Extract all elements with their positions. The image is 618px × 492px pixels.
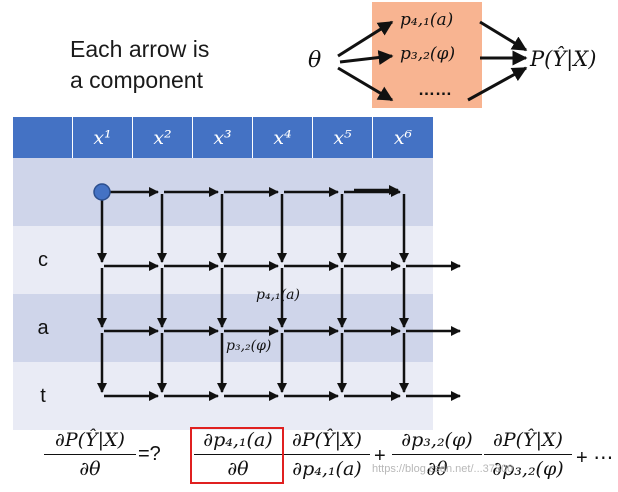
row-label-a: a — [13, 294, 73, 362]
header-x5: x⁵ — [313, 117, 373, 158]
ellipsis-tail: + ⋯ — [576, 447, 614, 469]
frac-lhs-den: ∂θ — [79, 458, 101, 480]
frac-term4-den: ∂p₃,₂(φ) — [492, 458, 564, 480]
row-label-t: t — [13, 362, 73, 430]
table-header-row: x¹ x² x³ x⁴ x⁵ x⁶ — [13, 117, 433, 158]
header-x4: x⁴ — [253, 117, 313, 158]
path-label-p41: p₄,₁(a) — [400, 10, 454, 30]
header-x3: x³ — [193, 117, 253, 158]
arrow-more-to-result — [467, 66, 528, 102]
row-label-blank — [13, 158, 73, 226]
header-x2: x² — [133, 117, 193, 158]
frac-term4: ∂P(Ŷ|X) ∂p₃,₂(φ) — [484, 427, 572, 482]
equals-question: =? — [138, 443, 161, 465]
frac-lhs: ∂P(Ŷ|X) ∂θ — [44, 427, 136, 482]
caption: Each arrow is a component — [70, 34, 230, 96]
theta-label: θ — [308, 48, 322, 73]
frac-term3: ∂p₃,₂(φ) ∂θ — [392, 427, 482, 482]
diagram-arrows — [337, 20, 528, 102]
frac-term1-num: ∂p₄,₁(a) — [203, 429, 273, 451]
path-label-p32: p₃,₂(φ) — [400, 44, 456, 64]
frac-term3-num: ∂p₃,₂(φ) — [401, 429, 473, 451]
highlight-box — [190, 427, 284, 484]
header-x1: x¹ — [73, 117, 133, 158]
result-label: P(Ŷ|X) — [530, 47, 597, 71]
row-label-c: c — [13, 226, 73, 294]
frac-term4-num: ∂P(Ŷ|X) — [493, 429, 563, 451]
caption-line-2: a component — [70, 67, 203, 93]
arrow-p41-to-result — [479, 20, 528, 52]
frac-term1-den: ∂θ — [227, 458, 249, 480]
plus-sign: + — [374, 445, 386, 467]
arrow-theta-to-p32 — [339, 50, 394, 65]
arrow-theta-to-p41 — [337, 20, 394, 58]
frac-term2-num: ∂P(Ŷ|X) — [292, 429, 362, 451]
frac-term2-den: ∂p₄,₁(a) — [292, 458, 362, 480]
grid-label-p32: p₃,₂(φ) — [226, 338, 272, 354]
frac-term3-den: ∂θ — [426, 458, 448, 480]
caption-line-1: Each arrow is — [70, 36, 210, 62]
lattice-arrows — [93, 183, 461, 401]
frac-term1: ∂p₄,₁(a) ∂θ — [194, 427, 282, 482]
gradient-formula: ∂P(Ŷ|X) ∂θ =? ∂p₄,₁(a) ∂θ ∂P(Ŷ|X) ∂p₄,₁(… — [0, 425, 618, 492]
arrow-theta-to-more — [337, 66, 394, 102]
start-node — [93, 183, 111, 201]
header-corner — [13, 117, 73, 158]
watermark: https://blog.csdn.net/...37300 — [372, 463, 514, 475]
grid-label-p41: p₄,₁(a) — [256, 287, 300, 303]
path-label-more: …… — [418, 80, 452, 99]
frac-lhs-num: ∂P(Ŷ|X) — [55, 429, 125, 451]
header-x6: x⁶ — [373, 117, 433, 158]
frac-term2: ∂P(Ŷ|X) ∂p₄,₁(a) — [284, 427, 370, 482]
